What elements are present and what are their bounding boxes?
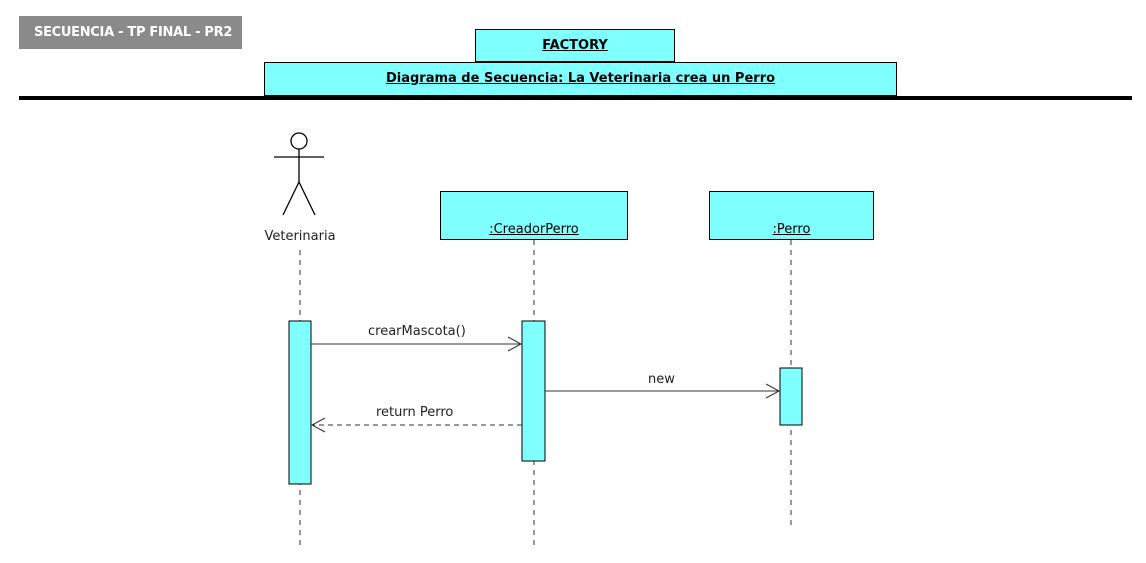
arrowhead-crear-mascota [507, 336, 523, 352]
activation-veterinaria [288, 320, 312, 485]
message-label-return-perro: return Perro [376, 405, 454, 420]
actor-icon [274, 132, 324, 216]
activation-perro [779, 367, 803, 426]
activation-creador-perro [521, 320, 546, 462]
arrowhead-return-perro [310, 417, 326, 433]
pattern-header: FACTORY [475, 29, 675, 62]
participant-creador-perro-label: :CreadorPerro [489, 222, 579, 237]
diagram-title: Diagrama de Secuencia: La Veterinaria cr… [264, 62, 897, 96]
participant-perro: :Perro [709, 191, 874, 240]
participant-creador-perro: :CreadorPerro [440, 191, 628, 240]
arrowhead-new [765, 383, 781, 399]
header-rule [19, 96, 1132, 100]
message-label-crear-mascota: crearMascota() [368, 324, 466, 339]
diagram-title-label: Diagrama de Secuencia: La Veterinaria cr… [385, 71, 776, 86]
diagram-tag: SECUENCIA - TP FINAL - PR2 [19, 16, 242, 49]
pattern-label: FACTORY [542, 38, 608, 53]
message-label-new: new [648, 372, 675, 387]
actor-label-veterinaria: Veterinaria [264, 229, 336, 244]
participant-perro-label: :Perro [772, 222, 811, 237]
